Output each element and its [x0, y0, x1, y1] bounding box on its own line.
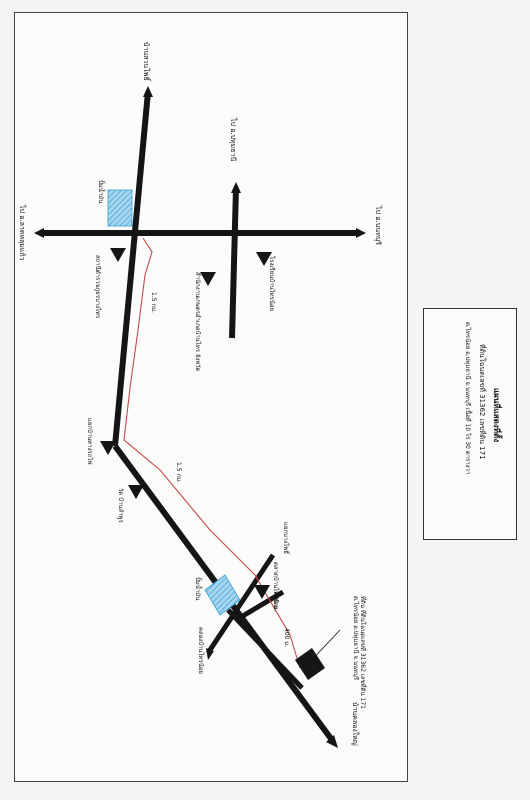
marker-junction [100, 441, 116, 455]
fuel-station-bottom [204, 574, 241, 616]
site-parcel [295, 648, 325, 680]
label-canal: คลองบ้านไทรน้อย [197, 627, 205, 674]
road-local-3 [226, 608, 304, 690]
arrow-local-sw [206, 648, 214, 660]
label-bottom-end: บ้านคลองใหญ่ [351, 702, 360, 746]
site-pointer [307, 629, 341, 665]
legend-title: แผนที่แสดงที่ตั้ง [492, 388, 503, 442]
label-police: สถานีตำรวจภูธรบางไทร [94, 255, 102, 319]
marker-agri-office [200, 272, 216, 286]
label-gas-station-top: ปั้มน้ำมัน [97, 180, 107, 203]
label-market: ตลาดบ้านไทรน้อย [272, 562, 280, 610]
label-north: บ้านสวนโพธิ์ [142, 42, 152, 82]
label-pathumthani: ไป อ.ปทุมธานี [229, 117, 238, 161]
arrow-branch-north [231, 182, 241, 193]
legend-box [423, 308, 517, 540]
label-gas-station-bottom: ปั้มน้ำมัน [194, 577, 204, 600]
arrow-southeast [326, 735, 338, 748]
label-nonthaburi: ไป อ.นนทบุรี [374, 205, 383, 245]
label-wat: วัด บ้านลำพูร [117, 488, 124, 523]
road-branch [229, 187, 239, 339]
label-site: ที่ดิน ที่ดินโฉนดเลขที่ 31362 เลขที่ดิน … [359, 596, 367, 709]
arrow-north [143, 86, 153, 97]
marker-police [110, 248, 126, 262]
road-local-2 [234, 589, 285, 623]
label-school: โรงเรียนบ้านไทรน้อย [268, 256, 276, 311]
label-junction: แยกบ้านทางรถไฟ [86, 418, 94, 465]
label-site-sub: ต.ไทรน้อย อ.ปทุมธานี จ.นนทบุรี [352, 596, 360, 681]
label-distance-3: 400 ม. [272, 592, 279, 611]
fuel-station-top [107, 189, 133, 227]
label-distance-1: 1.5 กม. [150, 292, 157, 313]
label-agri-office: สำนักงานเกษตรอำเภอบ้านไทร จังหวัด [194, 272, 202, 372]
map-labels: บ้านสวนโพธิ์ ไป อ.ปทุมธานี ไป อ.ลาดหลุมแ… [18, 42, 383, 746]
legend: แผนที่แสดงที่ตั้ง ที่ดินโฉนดเลขที่ 31362… [464, 322, 503, 474]
roads [40, 91, 360, 742]
marker-wat [128, 485, 144, 499]
marker-school [256, 252, 272, 266]
marker-market [254, 585, 270, 599]
arrow-west [34, 228, 44, 238]
legend-line-2: ต.ไทรน้อย อ.ปทุมธานี จ.นนทบุรี เนื้อที่ … [464, 322, 474, 474]
road-north-main [112, 91, 151, 447]
label-distance-4: 400 ม. [283, 628, 290, 647]
label-distance-2: 1.5 กม. [175, 462, 182, 483]
label-latlumkaeo: ไป อ.ลาดหลุมแก้ว [18, 204, 27, 261]
legend-line-1: ที่ดินโฉนดเลขที่ 31362 เลขที่ดิน 171 [478, 344, 487, 460]
road-arrows [34, 86, 366, 748]
arrow-east [356, 228, 366, 238]
road-local-1 [205, 553, 276, 655]
route-line [123, 237, 301, 669]
landmark-markers [100, 248, 272, 599]
label-junction-bottom: แยกบางโพธิ์ [282, 522, 291, 555]
